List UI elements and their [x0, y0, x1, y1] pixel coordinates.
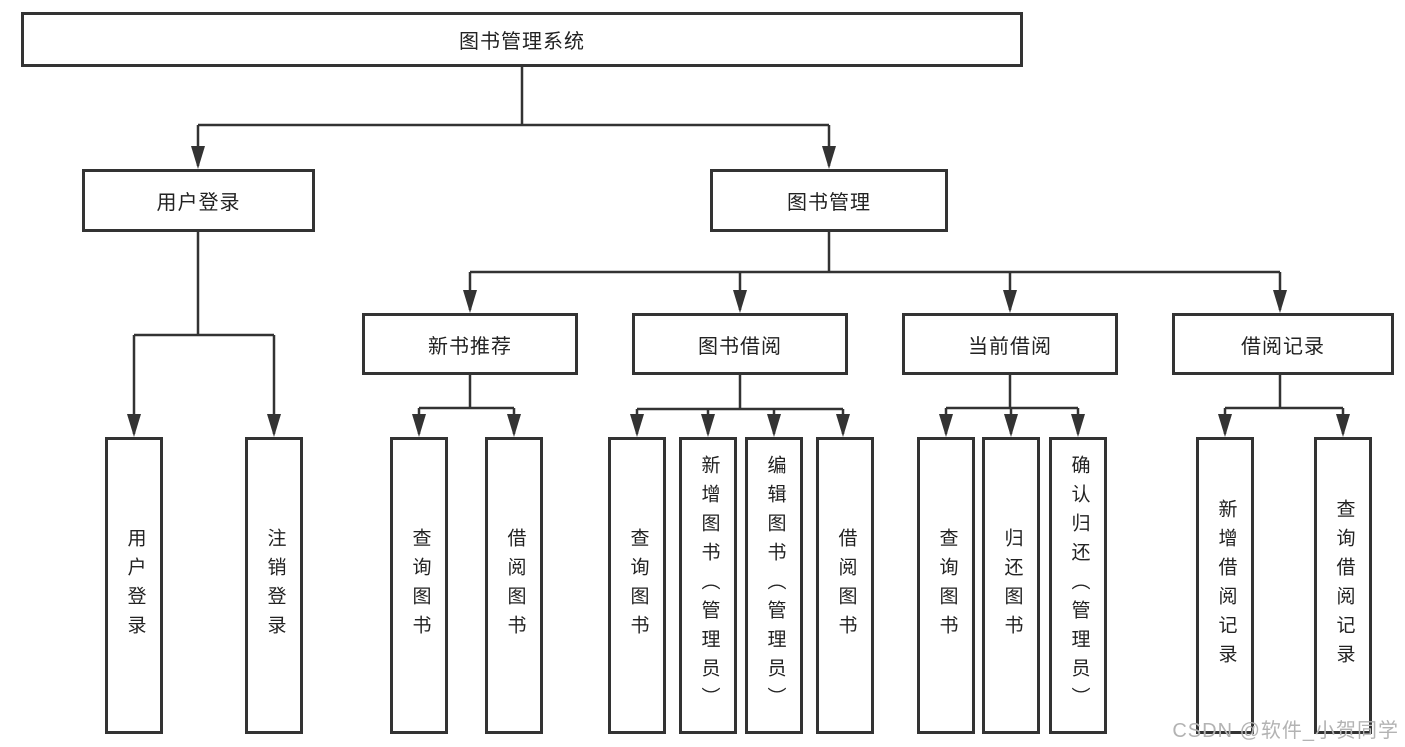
node-label: 借阅记录 — [1241, 335, 1325, 358]
node-label: 图书管理系统 — [459, 31, 585, 53]
leaf-label: 查询图书 — [627, 527, 649, 644]
node-book-management: 图书管理 — [710, 169, 948, 232]
leaf-current-return-books: 归还图书 — [982, 437, 1040, 734]
leaf-label: 查询图书 — [409, 527, 431, 644]
leaf-borrowing-edit-books-admin: 编辑图书（管理员） — [745, 437, 803, 734]
connector-root-to-level2 — [191, 66, 836, 169]
leaf-label: 归还图书 — [1001, 527, 1023, 644]
leaf-records-query-borrow-record: 查询借阅记录 — [1314, 437, 1372, 734]
leaf-label: 编辑图书（管理员） — [764, 455, 786, 716]
leaf-logout: 注销登录 — [245, 437, 303, 734]
node-label: 新书推荐 — [428, 335, 512, 358]
leaf-label: 查询借阅记录 — [1333, 498, 1355, 673]
node-borrowing-records: 借阅记录 — [1172, 313, 1394, 375]
leaf-label: 用户登录 — [124, 527, 146, 644]
node-library-management-system: 图书管理系统 — [21, 12, 1023, 67]
leaf-label: 确认归还（管理员） — [1068, 455, 1090, 716]
connector-recommendation-to-leaves — [412, 375, 521, 437]
node-label: 当前借阅 — [968, 335, 1052, 358]
connector-user-login-to-leaves — [127, 232, 281, 437]
leaf-recommend-query-books: 查询图书 — [390, 437, 448, 734]
leaf-current-confirm-return-admin: 确认归还（管理员） — [1049, 437, 1107, 734]
leaf-user-login: 用户登录 — [105, 437, 163, 734]
node-label: 图书借阅 — [698, 335, 782, 358]
leaf-label: 借阅图书 — [504, 527, 526, 644]
connector-records-to-leaves — [1218, 375, 1350, 437]
leaf-label: 新增借阅记录 — [1215, 498, 1237, 673]
leaf-label: 注销登录 — [264, 527, 286, 644]
node-new-book-recommendation: 新书推荐 — [362, 313, 578, 375]
connector-book-management-to-level3 — [463, 232, 1287, 313]
leaf-records-add-borrow-record: 新增借阅记录 — [1196, 437, 1254, 734]
node-label: 图书管理 — [787, 192, 871, 214]
node-user-login: 用户登录 — [82, 169, 315, 232]
node-book-borrowing: 图书借阅 — [632, 313, 848, 375]
leaf-label: 借阅图书 — [835, 527, 857, 644]
node-label: 用户登录 — [156, 192, 241, 214]
leaf-current-query-books: 查询图书 — [917, 437, 975, 734]
connector-borrowing-to-leaves — [630, 375, 850, 437]
node-current-borrowing: 当前借阅 — [902, 313, 1118, 375]
leaf-label: 新增图书（管理员） — [698, 455, 720, 716]
connector-current-to-leaves — [939, 375, 1085, 437]
leaf-borrowing-borrow-books: 借阅图书 — [816, 437, 874, 734]
leaf-recommend-borrow-books: 借阅图书 — [485, 437, 543, 734]
leaf-borrowing-add-books-admin: 新增图书（管理员） — [679, 437, 737, 734]
csdn-watermark: CSDN @软件_小贺同学 — [1172, 720, 1399, 742]
leaf-borrowing-query-books: 查询图书 — [608, 437, 666, 734]
leaf-label: 查询图书 — [936, 527, 958, 644]
